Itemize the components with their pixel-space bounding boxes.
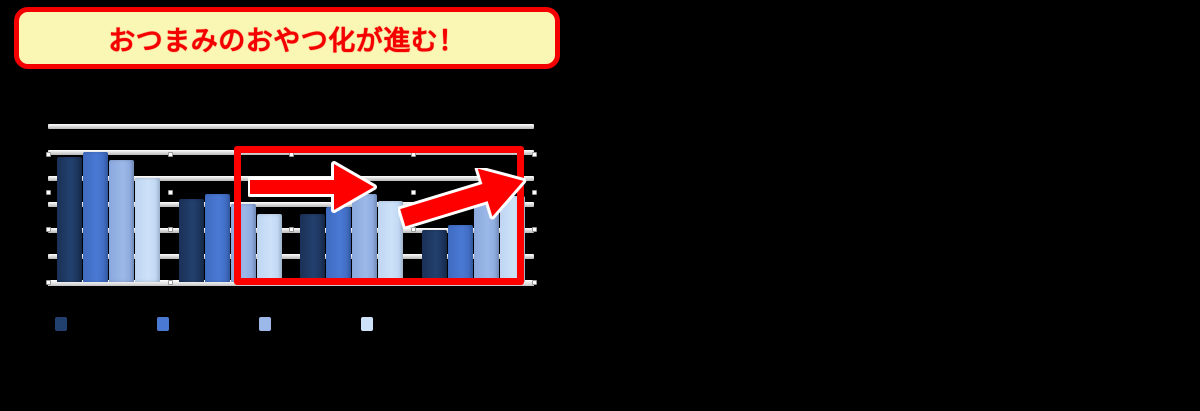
left-bar-group (300, 126, 404, 282)
left-bar (421, 230, 447, 282)
left-bar (326, 206, 352, 282)
legend-swatch (259, 316, 271, 331)
left-gridline (48, 254, 534, 259)
selection-handle[interactable] (46, 226, 51, 232)
legend-label: 30代 (174, 320, 196, 331)
left-bar (204, 193, 230, 282)
left-title-text: おつまみのおやつ化が進む！ (108, 25, 466, 56)
left-plot-area: 全体 おつまみ 間食 おやつ (46, 124, 537, 301)
legend-label: 40代 (276, 320, 298, 331)
selection-handle[interactable] (46, 152, 51, 158)
left-chart-legend: 20代 30代 40代 50代 (55, 316, 475, 338)
left-bar (57, 157, 83, 282)
legend-swatch (55, 316, 67, 331)
legend-label: 50代 (378, 320, 400, 331)
left-bar (109, 159, 135, 282)
selection-handle[interactable] (289, 280, 294, 285)
trend-arrow-1-icon (247, 160, 378, 214)
selection-handle[interactable] (46, 189, 51, 195)
left-bar (178, 198, 204, 282)
selection-handle[interactable] (167, 280, 173, 285)
left-bar (352, 193, 378, 282)
selection-handle[interactable] (167, 152, 173, 158)
selection-handle[interactable] (410, 226, 416, 232)
selection-handle[interactable] (410, 280, 416, 285)
left-bar (447, 224, 473, 282)
selection-handle[interactable] (532, 280, 537, 285)
legend-item: 30代 (157, 316, 195, 331)
legend-item: 20代 (55, 316, 93, 331)
left-category-label: おやつ (458, 290, 489, 301)
left-bar (135, 178, 161, 282)
left-chart-panel: おつまみのおやつ化が進む！ 全体 おつまみ 間食 おやつ 20代 30代 40代 50代 (14, 7, 560, 338)
left-bar-group (57, 126, 161, 282)
left-title-banner: おつまみのおやつ化が進む！ (14, 7, 560, 69)
left-category-label: 間食 (341, 290, 362, 301)
right-chart-panel: おつまみを食べるきっかけは「親」 親祖父母兄弟姉妹友人配偶者その他 (600, 0, 1200, 411)
selection-handle[interactable] (289, 152, 294, 158)
selection-handle[interactable] (46, 280, 51, 285)
left-bar-group (178, 126, 282, 282)
legend-swatch (361, 316, 373, 331)
left-category-label: 全体 (98, 290, 119, 301)
legend-label: 20代 (72, 320, 94, 331)
left-bar (300, 214, 326, 282)
left-category-label: おつまみ (210, 290, 251, 301)
left-bar (256, 214, 282, 282)
selection-handle[interactable] (410, 189, 416, 195)
legend-swatch (157, 316, 169, 331)
left-gridline (48, 124, 534, 129)
left-bar (230, 204, 256, 282)
legend-item: 50代 (361, 316, 399, 331)
selection-handle[interactable] (532, 152, 537, 158)
legend-item: 40代 (259, 316, 297, 331)
left-gridline (48, 202, 534, 207)
selection-handle[interactable] (289, 226, 294, 232)
selection-handle[interactable] (167, 226, 173, 232)
selection-handle[interactable] (410, 152, 416, 158)
selection-handle[interactable] (532, 189, 537, 195)
trend-arrow-2-icon (397, 165, 530, 230)
selection-handle[interactable] (532, 226, 537, 232)
left-bar (83, 152, 109, 282)
selection-handle[interactable] (167, 189, 173, 195)
